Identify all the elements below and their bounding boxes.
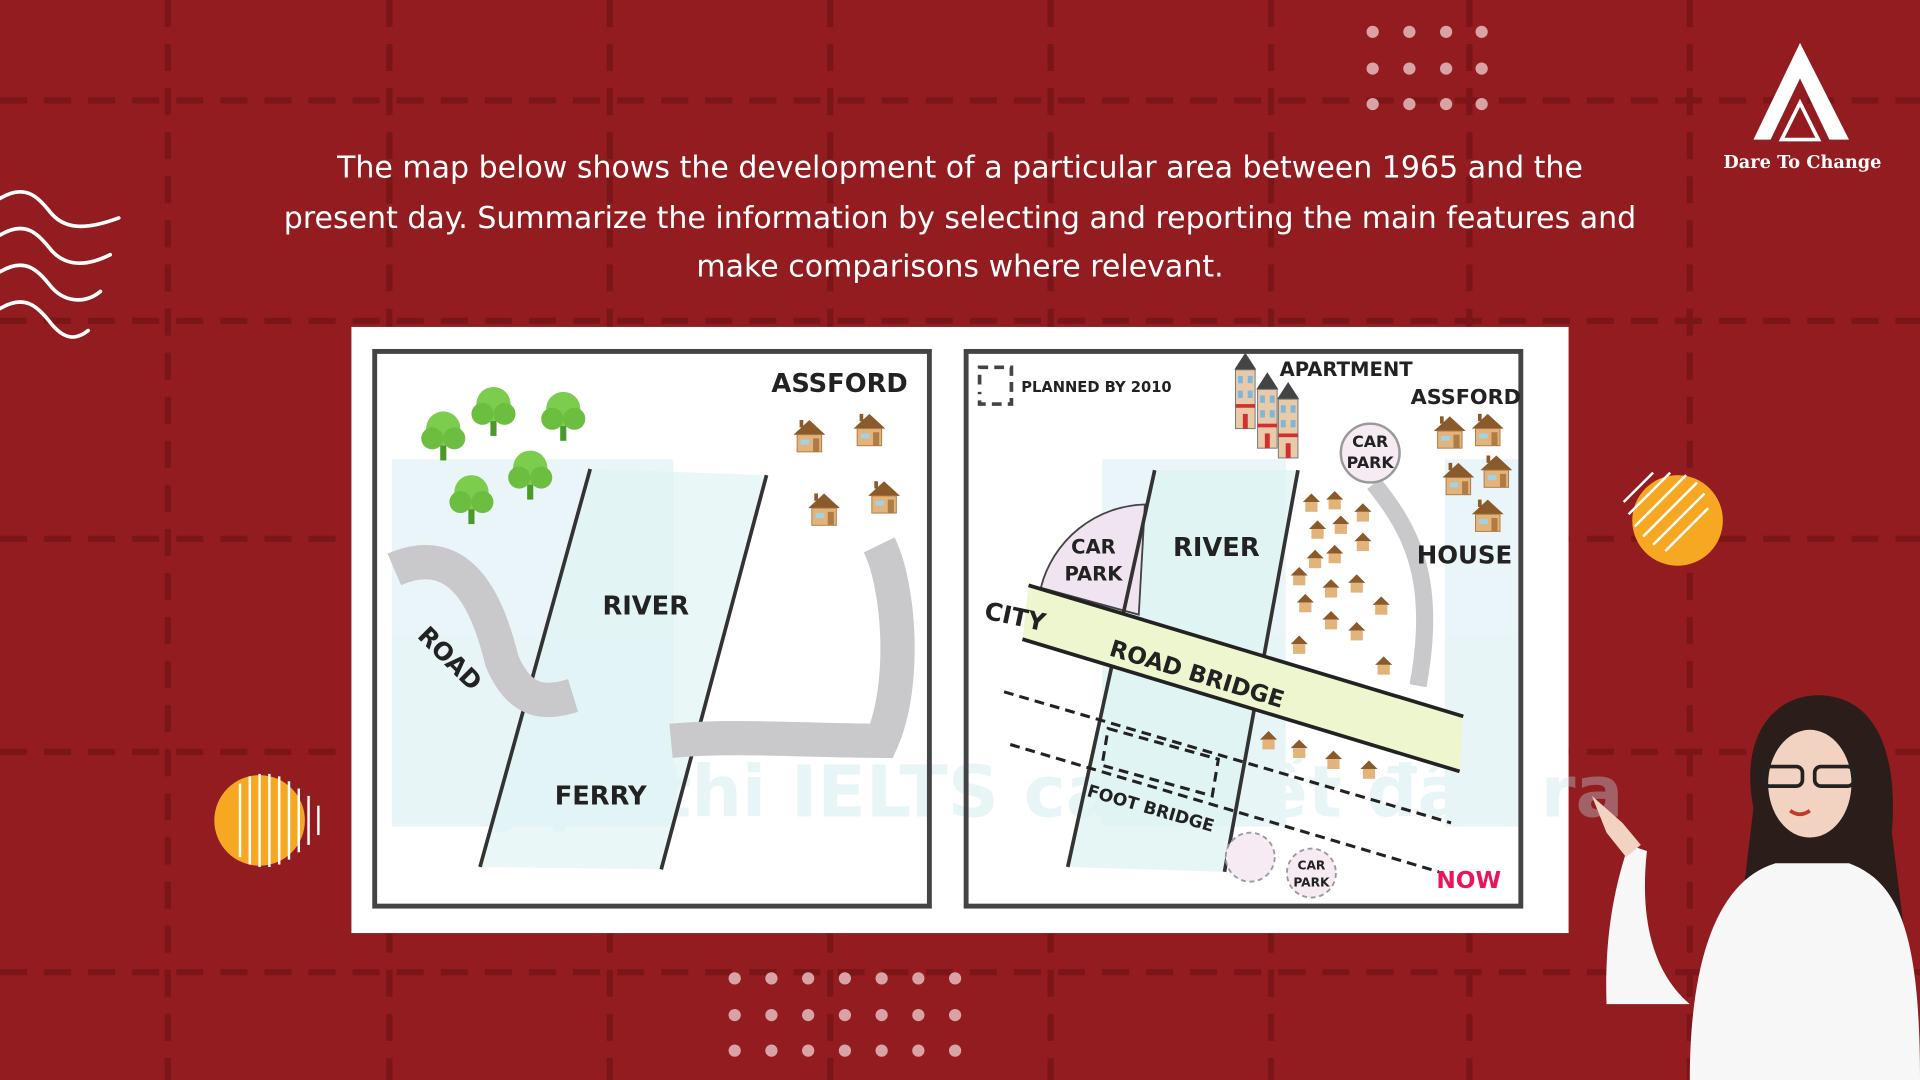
map-1965: ROAD RIVER FERRY ASSFORD — [372, 348, 932, 909]
prompt-line-1: The map below shows the development of a… — [336, 151, 1583, 186]
road-west — [387, 545, 579, 718]
dot-pattern-bottom — [728, 972, 962, 1057]
river-area — [480, 468, 767, 870]
task-prompt: The map below shows the development of a… — [284, 151, 1636, 285]
car-park-left — [1039, 503, 1146, 616]
assford-label: ASSFORD — [1411, 385, 1521, 409]
logo-text: Dare To Change — [1723, 152, 1881, 173]
river-bank-right — [659, 474, 769, 870]
car-park-top-label-2: PARK — [1347, 453, 1395, 472]
wave-decoration — [0, 189, 121, 339]
car-park-top-label-1: CAR — [1352, 432, 1388, 451]
car-park-left-label-2: PARK — [1064, 562, 1123, 585]
car-park-planned-empty — [1224, 831, 1276, 883]
car-park-bottom-label-2: PARK — [1293, 876, 1330, 890]
road — [1367, 478, 1434, 688]
road-bridge — [1022, 585, 1464, 772]
planned-legend-icon — [977, 365, 1014, 406]
dare-to-change-logo: Dare To Change — [1723, 42, 1881, 173]
apartment-label: APARTMENT — [1280, 358, 1414, 381]
river-bank-left — [1065, 469, 1157, 868]
foot-bridge-planned — [1003, 690, 1452, 874]
assford-label: ASSFORD — [771, 369, 907, 399]
ferry-label: FERRY — [555, 781, 647, 811]
map-now-frame — [963, 348, 1524, 909]
orange-circle-decoration-left — [214, 773, 320, 867]
house-label: HOUSE — [1417, 540, 1513, 569]
planned-legend-label: PLANNED BY 2010 — [1021, 379, 1171, 396]
car-park-planned — [1286, 847, 1337, 899]
road-east — [669, 537, 915, 758]
prompt-line-2: present day. Summarize the information b… — [284, 201, 1636, 236]
now-label: NOW — [1436, 867, 1501, 894]
car-park-left-label-1: CAR — [1071, 535, 1116, 558]
dot-pattern-top — [1366, 25, 1488, 111]
river-label: RIVER — [1173, 533, 1260, 563]
prompt-line-3: make comparisons where relevant. — [696, 250, 1223, 285]
map-now: CAR PARK RIVER CITY ROAD BRIDGE FOOT BRI… — [963, 348, 1524, 909]
presenter-photo — [1591, 695, 1920, 1080]
car-park-bottom-label-1: CAR — [1297, 858, 1325, 872]
river-label: RIVER — [602, 592, 689, 622]
river-bank-left — [478, 468, 592, 868]
car-park-top — [1339, 422, 1401, 484]
map-1965-frame — [372, 348, 932, 909]
orange-circle-decoration-right — [1622, 471, 1723, 566]
